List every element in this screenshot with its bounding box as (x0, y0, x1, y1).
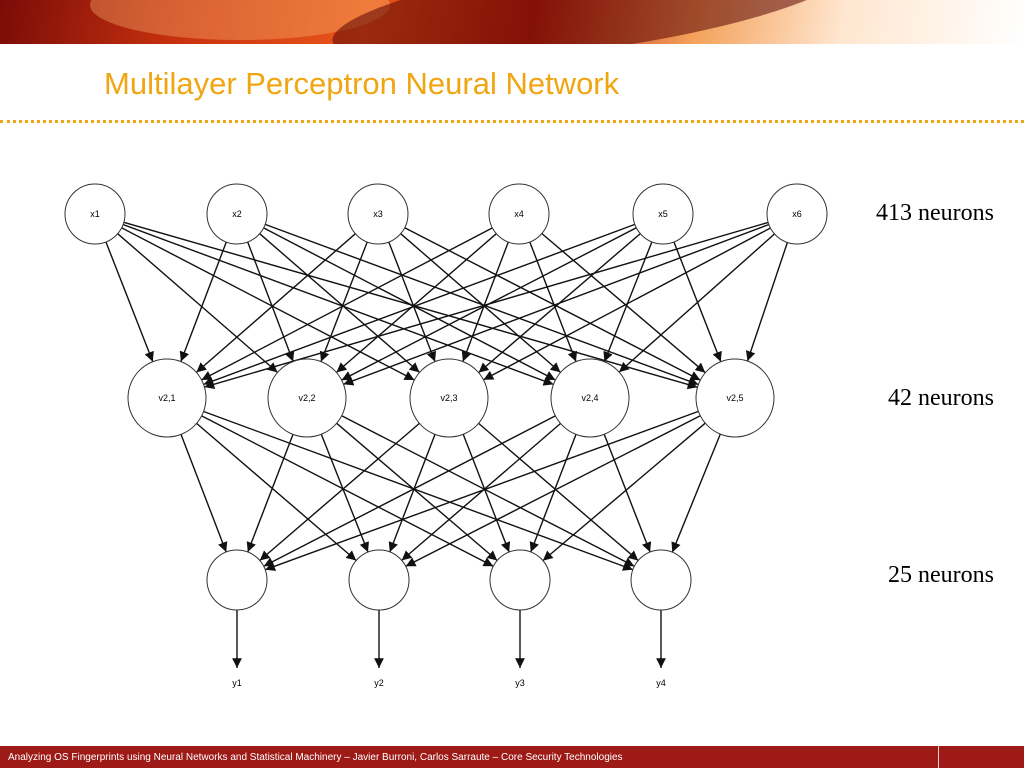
connection-edge (105, 241, 154, 362)
neuron-node (64, 183, 126, 245)
connection-edge (264, 410, 699, 571)
connection-edge (529, 434, 577, 553)
connection-edge (180, 434, 228, 553)
connection-edge (121, 227, 415, 381)
layer-count-input: 413 neurons (876, 200, 994, 226)
connection-edge (542, 422, 706, 562)
connection-edge (388, 241, 437, 362)
connection-edge (745, 242, 789, 362)
neuron-node (127, 358, 207, 438)
connection-edge (336, 233, 497, 373)
connection-edge (203, 223, 636, 386)
connection-edge (203, 410, 634, 571)
connection-edge (195, 233, 356, 373)
connection-edge (478, 422, 639, 562)
neuron-node (489, 549, 551, 611)
connection-edge (343, 223, 770, 386)
connection-edge (201, 415, 494, 567)
connection-edge (263, 227, 556, 381)
neuron-node (409, 358, 489, 438)
neuron-node (267, 358, 347, 438)
neuron-nodes: x1 x2 x3 x4 x5 x6 v2,1 v2,2 v2,3 v2,4 v2,5 (64, 183, 828, 611)
layer-count-output: 25 neurons (888, 562, 994, 588)
slide-title: Multilayer Perceptron Neural Network (104, 66, 620, 101)
neuron-label: x5 (658, 209, 668, 219)
neuron-label: v2,1 (158, 393, 175, 403)
connection-edge (246, 434, 294, 553)
connection-edge (336, 422, 498, 562)
output-arrows (232, 610, 666, 668)
neuron-label: x2 (232, 209, 242, 219)
neuron-label: x3 (373, 209, 383, 219)
connection-edge (117, 233, 278, 373)
top-banner (0, 0, 1024, 44)
connection-edge (196, 422, 357, 562)
connection-edge (461, 241, 509, 362)
connection-edge (263, 415, 556, 567)
connection-edge (400, 233, 561, 373)
connection-edge (483, 227, 771, 381)
neuron-node (206, 549, 268, 611)
neuron-node (630, 549, 692, 611)
output-labels: y1 y2 y3 y4 (232, 678, 666, 688)
connection-edge (405, 415, 701, 567)
connection-edge (603, 241, 653, 362)
neuron-node (488, 183, 550, 245)
output-label: y4 (656, 678, 666, 688)
connection-edge (259, 422, 420, 562)
connection-edge (201, 227, 493, 381)
connection-edge (603, 434, 652, 553)
neuron-label: x6 (792, 209, 802, 219)
neuron-node (632, 183, 694, 245)
neuron-node (766, 183, 828, 245)
connection-edge (204, 221, 769, 390)
neuron-node (348, 549, 410, 611)
output-label: y3 (515, 678, 525, 688)
connection-edge (671, 433, 721, 553)
output-label: y1 (232, 678, 242, 688)
connection-edge (462, 434, 511, 553)
connection-edge (319, 241, 368, 362)
neuron-label: x1 (90, 209, 100, 219)
connection-edge (247, 241, 295, 362)
connection-edge (401, 422, 561, 561)
connection-edges (105, 221, 789, 571)
connection-edge (618, 233, 776, 373)
neuron-label: v2,5 (726, 393, 743, 403)
connection-edge (320, 434, 369, 553)
connection-edge (341, 415, 635, 567)
neuron-label: x4 (514, 209, 524, 219)
connection-edge (404, 227, 701, 381)
neuron-label: v2,2 (298, 393, 315, 403)
title-divider (0, 120, 1024, 123)
connection-edge (179, 241, 227, 362)
connection-edge (388, 434, 436, 553)
connection-edge (529, 241, 578, 362)
neuron-node (695, 358, 775, 438)
neuron-node (347, 183, 409, 245)
connection-edge (259, 233, 420, 373)
footer-divider (938, 746, 939, 768)
connection-edge (122, 223, 554, 386)
output-label: y2 (374, 678, 384, 688)
neuron-node (206, 183, 268, 245)
footer-text: Analyzing OS Fingerprints using Neural N… (8, 752, 623, 763)
connection-edge (541, 232, 706, 374)
footer-bar: Analyzing OS Fingerprints using Neural N… (0, 746, 1024, 768)
neuron-label: v2,4 (581, 393, 598, 403)
neuron-node (550, 358, 630, 438)
neuron-label: v2,3 (440, 393, 457, 403)
layer-count-hidden: 42 neurons (888, 385, 994, 411)
